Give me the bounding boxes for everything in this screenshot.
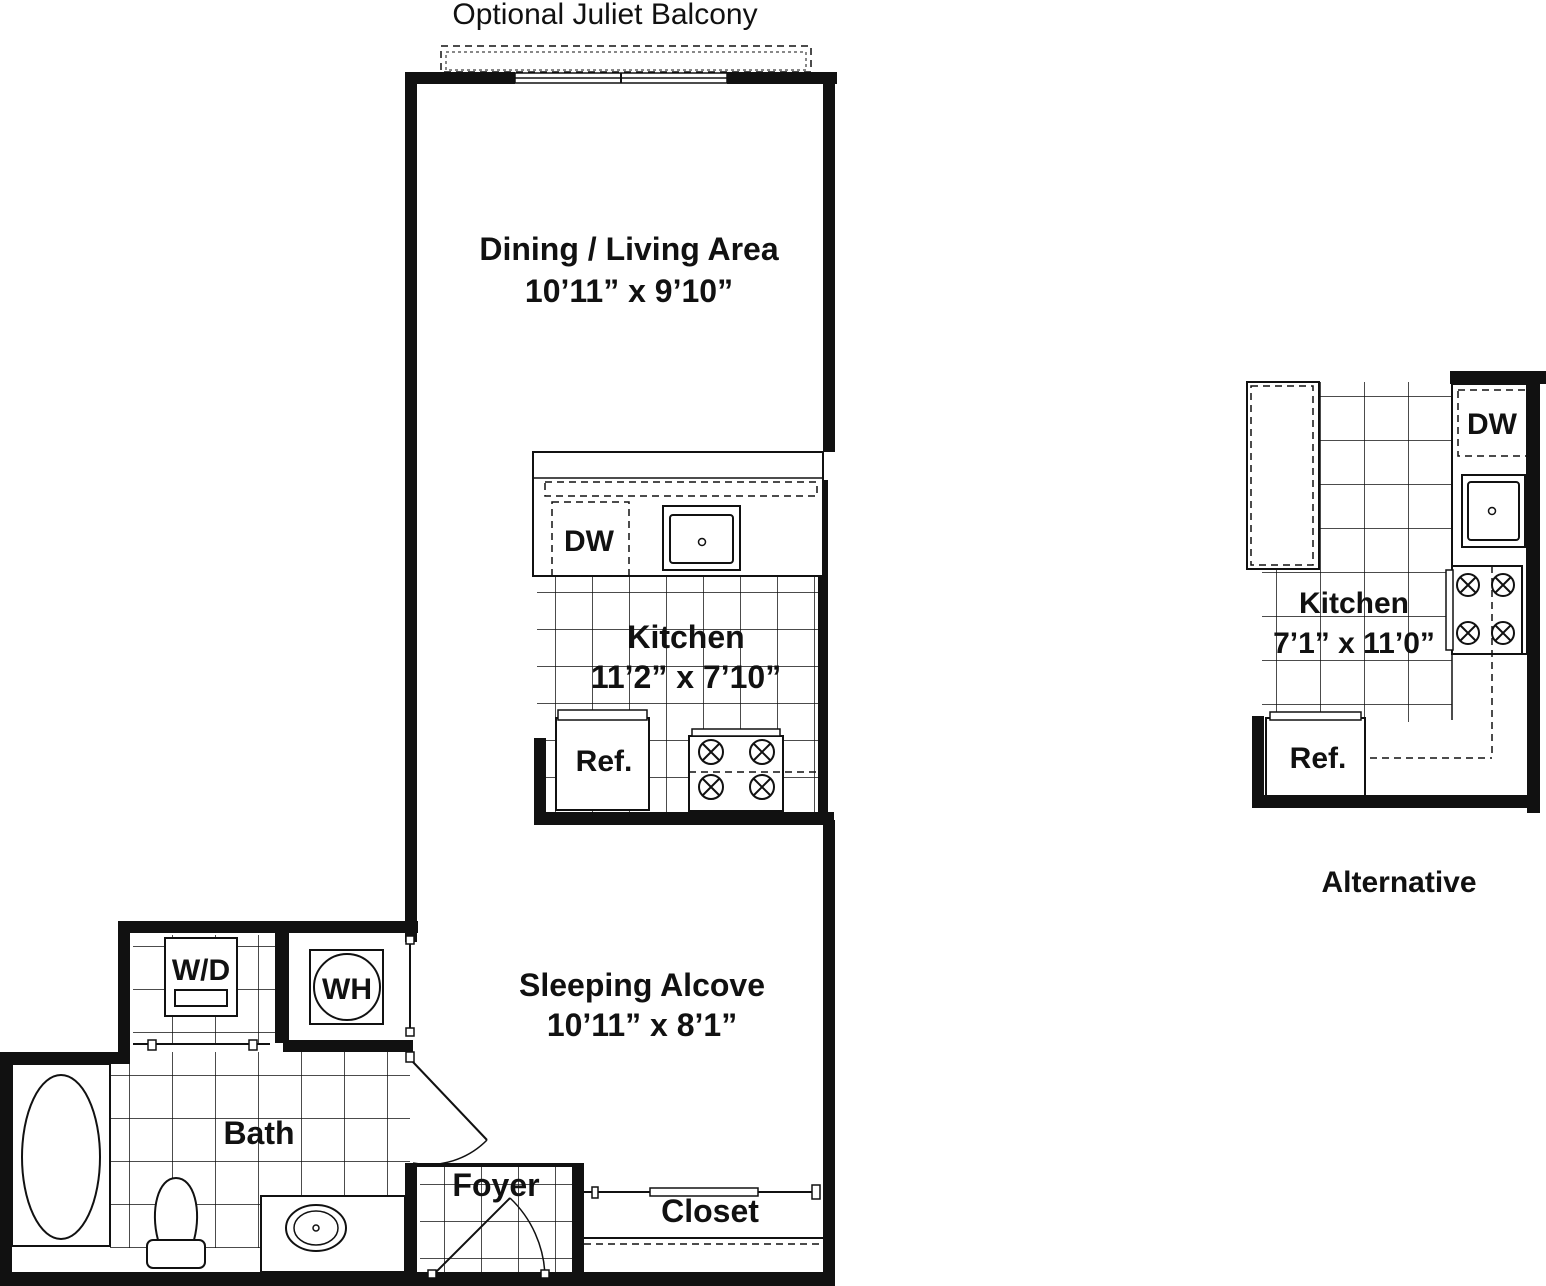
bathroom-sink-icon [260,1195,406,1273]
toilet-icon [146,1176,206,1269]
alt-kitchen-name: Kitchen [1299,587,1409,620]
closet-label: Closet [661,1193,759,1229]
alt-dishwasher-label: DW [1467,408,1518,441]
alt-refrigerator-label: Ref. [1290,742,1347,775]
closet: Closet [584,1184,823,1245]
main-plan: DW Ref. [0,0,837,1286]
alt-range-stove-icon [1370,565,1523,759]
alt-kitchen-dims: 7’1” x 11’0” [1273,627,1435,660]
refrigerator-label: Ref. [576,745,633,778]
balcony-label: Optional Juliet Balcony [452,0,757,31]
room-sleeping-alcove: Sleeping Alcove 10’11” x 8’1” [519,967,765,1043]
dishwasher: DW [551,501,630,577]
kitchen-name: Kitchen [627,619,744,655]
alt-refrigerator: Ref. [1265,711,1366,797]
sleeping-alcove-name: Sleeping Alcove [519,967,765,1003]
room-dining-living: Dining / Living Area 10’11” x 9’10” [479,231,778,309]
bath-door-icon [405,1051,488,1166]
dining-living-dims: 10’11” x 9’10” [525,273,733,309]
alternative-kitchen-plan: DW Ref. Kitchen 7’1” [1246,371,1546,899]
water-heater-label: WH [322,973,372,1006]
kitchen-sink-icon [662,505,741,571]
foyer-tile-floor [420,1166,572,1276]
dishwasher-label: DW [564,525,615,558]
walls [0,72,837,1286]
bath-label: Bath [223,1115,294,1151]
bathtub-icon [11,1063,111,1247]
room-kitchen: Kitchen 11’2” x 7’10” [591,619,781,695]
foyer-label: Foyer [452,1167,539,1203]
sleeping-alcove-dims: 10’11” x 8’1” [547,1007,737,1043]
dining-living-name: Dining / Living Area [479,231,778,267]
washer-dryer: W/D [133,937,270,1051]
alternative-caption: Alternative [1321,866,1476,899]
range-stove-icon [688,728,818,812]
kitchen-dims: 11’2” x 7’10” [591,659,781,695]
alt-sink-icon [1461,474,1526,548]
washer-dryer-label: W/D [172,954,230,987]
juliet-balcony [440,45,812,73]
water-heater: WH [309,935,415,1037]
entry-door-icon [427,1197,550,1279]
refrigerator: Ref. [555,709,650,811]
